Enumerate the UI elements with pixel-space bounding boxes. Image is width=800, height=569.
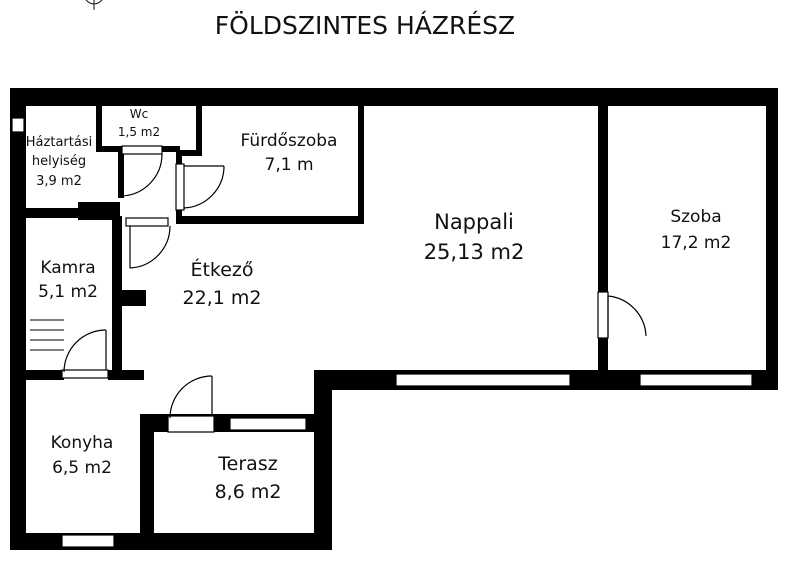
- room-szoba: Szoba 17,2 m2: [661, 207, 732, 253]
- window-nappali: [395, 373, 571, 387]
- window-terasz: [229, 417, 307, 431]
- room-furdoszoba-area: 7,1 m: [265, 155, 314, 175]
- door-furdoszoba: [175, 163, 225, 211]
- room-wc-name: Wc: [130, 107, 148, 121]
- room-konyha-area: 6,5 m2: [52, 458, 112, 478]
- room-etkezo-name: Étkező: [190, 258, 253, 281]
- window-szoba: [639, 373, 753, 387]
- room-etkezo: Étkező 22,1 m2: [183, 258, 262, 309]
- room-nappali: Nappali 25,13 m2: [424, 210, 525, 264]
- compass-icon: [85, 0, 103, 10]
- room-kamra: Kamra 5,1 m2: [38, 258, 98, 302]
- room-terasz-area: 8,6 m2: [215, 481, 282, 503]
- window-konyha: [61, 534, 115, 548]
- room-szoba-area: 17,2 m2: [661, 233, 732, 253]
- room-terasz-name: Terasz: [217, 453, 277, 475]
- room-wc-area: 1,5 m2: [118, 125, 160, 139]
- door-etkezo: [125, 217, 171, 269]
- door-wc: [121, 145, 163, 197]
- room-furdoszoba: Fürdőszoba 7,1 m: [241, 131, 338, 175]
- room-konyha-name: Konyha: [51, 433, 114, 453]
- room-szoba-name: Szoba: [670, 207, 721, 227]
- door-kamra: [61, 329, 109, 379]
- room-kamra-area: 5,1 m2: [38, 282, 98, 302]
- room-haztartasi: Háztartási helyiség 3,9 m2: [26, 135, 92, 189]
- windows: [11, 117, 753, 548]
- room-furdoszoba-name: Fürdőszoba: [241, 131, 338, 151]
- room-kamra-name: Kamra: [40, 258, 95, 278]
- plan-title: FÖLDSZINTES HÁZRÉSZ: [215, 11, 515, 40]
- room-haztartasi-name1: Háztartási: [26, 135, 92, 150]
- room-haztartasi-name2: helyiség: [32, 154, 86, 169]
- door-terasz: [167, 375, 215, 433]
- room-etkezo-area: 22,1 m2: [183, 287, 262, 309]
- room-nappali-name: Nappali: [434, 210, 514, 234]
- room-konyha: Konyha 6,5 m2: [51, 433, 114, 478]
- room-wc: Wc 1,5 m2: [118, 107, 160, 139]
- stairs: [30, 319, 64, 351]
- room-haztartasi-area: 3,9 m2: [36, 174, 82, 189]
- door-szoba: [597, 291, 647, 339]
- room-terasz: Terasz 8,6 m2: [215, 453, 282, 503]
- walls: [10, 88, 778, 550]
- window-haztartasi: [11, 117, 25, 133]
- room-nappali-area: 25,13 m2: [424, 240, 525, 264]
